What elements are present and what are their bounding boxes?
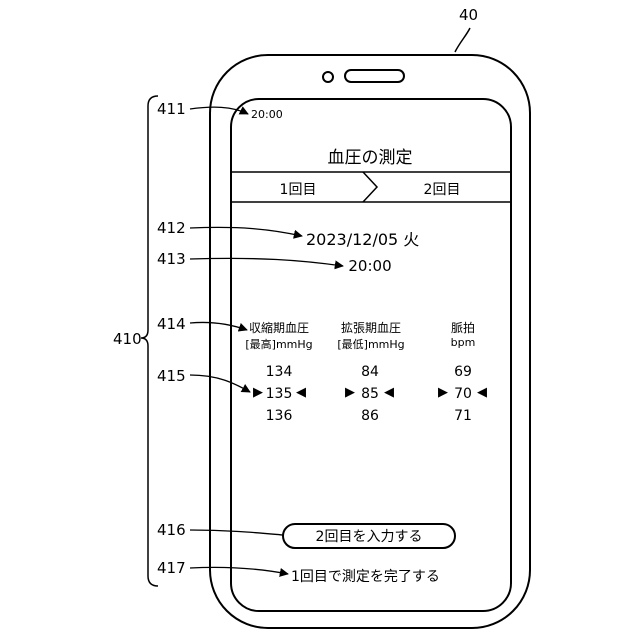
measurement-time[interactable]: 20:00 (348, 257, 391, 275)
pulse-left-arrow-icon[interactable]: ▶ (438, 385, 448, 400)
leader-416 (190, 530, 283, 535)
finish-measurement-link[interactable]: 1回目で測定を完了する (291, 566, 440, 586)
ref-411: 411 (157, 100, 186, 118)
ref-413: 413 (157, 250, 186, 268)
ref-415: 415 (157, 367, 186, 385)
ref-416: 416 (157, 521, 186, 539)
diastolic-option-below[interactable]: 86 (361, 408, 379, 424)
pulse-option-below[interactable]: 71 (454, 408, 472, 424)
systolic-unit: [最高]mmHg (245, 336, 312, 352)
step-chevron (363, 172, 377, 202)
leader-417 (190, 567, 288, 574)
bracket-410 (141, 96, 158, 586)
pulse-unit: bpm (451, 336, 476, 349)
next-measurement-button[interactable]: 2回目を入力する (282, 523, 456, 549)
next-measurement-label: 2回目を入力する (316, 526, 423, 546)
pulse-right-arrow-icon[interactable]: ◀ (477, 385, 487, 400)
leader-414 (190, 322, 247, 330)
ref-412: 412 (157, 219, 186, 237)
diastolic-selected[interactable]: 85 (361, 386, 379, 402)
leader-415 (190, 375, 250, 392)
pulse-option-above[interactable]: 69 (454, 364, 472, 380)
diastolic-left-arrow-icon[interactable]: ▶ (345, 385, 355, 400)
systolic-option-above[interactable]: 134 (266, 364, 293, 380)
systolic-label: 収縮期血圧 (249, 319, 309, 336)
step-2-label: 2回目 (424, 182, 461, 198)
ref-417: 417 (157, 559, 186, 577)
leader-40 (455, 28, 470, 52)
front-camera (323, 72, 333, 82)
page-title: 血圧の測定 (328, 143, 413, 168)
ref-414: 414 (157, 315, 186, 333)
diastolic-option-above[interactable]: 84 (361, 364, 379, 380)
leader-412 (190, 227, 302, 236)
step-1[interactable]: 1回目 (280, 179, 317, 199)
speaker-slot (345, 70, 404, 82)
step-2[interactable]: 2回目 (424, 179, 461, 199)
ref-410: 410 (113, 330, 142, 348)
measurement-date[interactable]: 2023/12/05 火 (306, 226, 419, 250)
systolic-right-arrow-icon[interactable]: ◀ (296, 385, 306, 400)
diastolic-label: 拡張期血圧 (341, 319, 401, 336)
systolic-option-below[interactable]: 136 (266, 408, 293, 424)
ref-40: 40 (459, 6, 478, 24)
diastolic-unit: [最低]mmHg (337, 336, 404, 352)
systolic-selected[interactable]: 135 (266, 386, 293, 402)
systolic-left-arrow-icon[interactable]: ▶ (253, 385, 263, 400)
diastolic-right-arrow-icon[interactable]: ◀ (384, 385, 394, 400)
pulse-label: 脈拍 (451, 319, 475, 336)
step-1-label: 1回目 (280, 182, 317, 198)
pulse-selected[interactable]: 70 (454, 386, 472, 402)
leader-413 (190, 258, 343, 266)
status-time: 20:00 (251, 108, 283, 121)
